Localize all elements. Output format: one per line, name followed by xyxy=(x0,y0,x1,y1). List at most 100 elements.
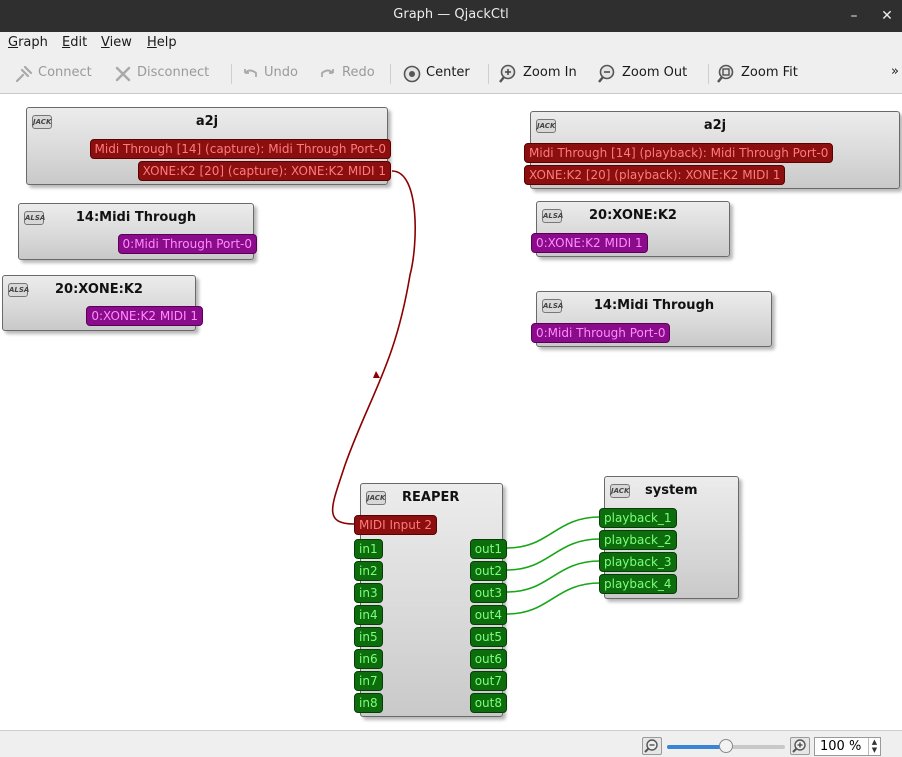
port-reaper-out7[interactable]: out7 xyxy=(469,671,507,691)
zoom-slider-fill xyxy=(667,745,726,749)
zoom-in-small-icon xyxy=(792,739,806,753)
port-system-playback-1[interactable]: playback_1 xyxy=(599,508,677,528)
node-title: a2j xyxy=(703,118,727,133)
menu-edit[interactable]: Edit xyxy=(62,35,88,50)
zoom-slider[interactable] xyxy=(667,739,785,753)
jack-badge-icon: JACK xyxy=(366,491,386,505)
menu-view[interactable]: View xyxy=(101,35,132,50)
spin-arrows-icon[interactable]: ▲▼ xyxy=(868,738,880,755)
node-system[interactable]: JACK system playback_1 playback_2 playba… xyxy=(599,476,739,599)
node-a2j-output[interactable]: JACK a2j Midi Through [14] (capture): Mi… xyxy=(26,107,391,185)
port-reaper-in6[interactable]: in6 xyxy=(354,649,383,669)
graph-canvas[interactable]: JACK a2j Midi Through [14] (capture): Mi… xyxy=(0,95,902,730)
toolbar-separator xyxy=(231,64,232,84)
port-system-playback-2[interactable]: playback_2 xyxy=(599,530,677,550)
zoom-in-icon xyxy=(499,64,516,83)
wire-out3-playback3[interactable] xyxy=(506,560,601,593)
menu-help[interactable]: Help xyxy=(147,35,177,50)
node-xone-k2-input[interactable]: ALSA 20:XONE:K2 0:XONE:K2 MIDI 1 xyxy=(531,201,730,257)
undo-button[interactable]: Undo xyxy=(240,64,300,84)
port-reaper-out8[interactable]: out8 xyxy=(469,693,507,713)
zoom-out-small-button[interactable] xyxy=(642,737,662,755)
center-icon xyxy=(403,65,421,83)
alsa-badge-icon: ALSA xyxy=(542,299,563,313)
zoom-in-button[interactable]: Zoom In xyxy=(499,64,581,84)
wire-out2-playback2[interactable] xyxy=(506,538,601,571)
status-bar: 100 % ▲▼ xyxy=(0,730,902,757)
port-xone-k2-output[interactable]: 0:XONE:K2 MIDI 1 xyxy=(86,306,203,326)
port-reaper-in1[interactable]: in1 xyxy=(354,539,383,559)
center-button[interactable]: Center xyxy=(402,64,474,84)
port-reaper-out4[interactable]: out4 xyxy=(469,605,507,625)
zoom-out-button[interactable]: Zoom Out xyxy=(598,64,694,84)
port-a2j-midi-through-playback[interactable]: Midi Through [14] (playback): Midi Throu… xyxy=(524,143,834,163)
port-a2j-xone-playback[interactable]: XONE:K2 [20] (playback): XONE:K2 MIDI 1 xyxy=(524,165,786,185)
zoom-in-small-button[interactable] xyxy=(790,737,810,755)
toolbar-overflow-button[interactable]: » xyxy=(891,64,899,79)
node-midi-through-input[interactable]: ALSA 14:Midi Through 0:Midi Through Port… xyxy=(531,291,772,347)
port-reaper-in5[interactable]: in5 xyxy=(354,627,383,647)
port-reaper-out3[interactable]: out3 xyxy=(469,583,507,603)
port-reaper-midi-input-2[interactable]: MIDI Input 2 xyxy=(354,515,438,535)
port-reaper-out5[interactable]: out5 xyxy=(469,627,507,647)
node-title: 20:XONE:K2 xyxy=(589,208,677,223)
zoom-out-small-icon xyxy=(644,739,658,753)
port-reaper-in3[interactable]: in3 xyxy=(354,583,383,603)
disconnect-button[interactable]: Disconnect xyxy=(113,64,213,84)
port-reaper-in2[interactable]: in2 xyxy=(354,561,383,581)
connect-button[interactable]: Connect xyxy=(14,64,96,84)
port-reaper-out1[interactable]: out1 xyxy=(469,539,507,559)
alsa-badge-icon: ALSA xyxy=(24,211,45,225)
node-title: 20:XONE:K2 xyxy=(55,282,143,297)
redo-icon xyxy=(321,69,334,77)
port-system-playback-4[interactable]: playback_4 xyxy=(599,574,677,594)
zoom-fit-icon xyxy=(717,64,734,83)
wire-xone-to-reaper-midi[interactable] xyxy=(331,170,416,525)
disconnect-icon xyxy=(115,66,131,82)
menu-graph[interactable]: Graph xyxy=(8,35,48,50)
node-title: system xyxy=(645,483,698,498)
zoom-fit-button[interactable]: Zoom Fit xyxy=(717,64,803,84)
connect-icon xyxy=(15,65,33,83)
alsa-badge-icon: ALSA xyxy=(8,283,29,297)
port-reaper-out2[interactable]: out2 xyxy=(469,561,507,581)
port-midi-through-input[interactable]: 0:Midi Through Port-0 xyxy=(531,323,671,343)
node-xone-k2-output[interactable]: ALSA 20:XONE:K2 0:XONE:K2 MIDI 1 xyxy=(2,275,203,331)
port-reaper-out6[interactable]: out6 xyxy=(469,649,507,669)
zoom-spinbox[interactable]: 100 % ▲▼ xyxy=(814,737,881,756)
jack-badge-icon: JACK xyxy=(610,484,630,498)
port-system-playback-3[interactable]: playback_3 xyxy=(599,552,677,572)
jack-badge-icon: JACK xyxy=(32,115,52,129)
node-title: 14:Midi Through xyxy=(75,210,197,225)
redo-button[interactable]: Redo xyxy=(318,64,376,84)
node-a2j-input[interactable]: JACK a2j Midi Through [14] (playback): M… xyxy=(524,111,900,189)
port-xone-k2-input[interactable]: 0:XONE:K2 MIDI 1 xyxy=(531,233,648,253)
zoom-slider-handle[interactable] xyxy=(719,739,733,753)
node-midi-through-output[interactable]: ALSA 14:Midi Through 0:Midi Through Port… xyxy=(18,203,257,260)
port-a2j-xone-capture[interactable]: XONE:K2 [20] (capture): XONE:K2 MIDI 1 xyxy=(137,161,391,181)
port-a2j-midi-through-capture[interactable]: Midi Through [14] (capture): Midi Throug… xyxy=(89,139,391,159)
menu-bar: Graph Edit View Help xyxy=(0,32,902,54)
toolbar-separator xyxy=(390,64,391,84)
node-reaper[interactable]: JACK REAPER MIDI Input 2 in1 in2 in3 in4… xyxy=(354,483,507,717)
zoom-value: 100 % xyxy=(820,739,862,754)
node-title: REAPER xyxy=(402,490,460,505)
minimize-button[interactable]: – xyxy=(850,8,858,24)
toolbar-separator xyxy=(708,64,709,84)
jack-badge-icon: JACK xyxy=(536,119,556,133)
window-title: Graph — QjackCtl xyxy=(393,7,509,22)
close-button[interactable]: ✕ xyxy=(881,8,893,24)
title-bar: Graph — QjackCtl – ✕ xyxy=(0,0,902,32)
port-reaper-in7[interactable]: in7 xyxy=(354,671,383,691)
wire-out1-playback1[interactable] xyxy=(506,516,601,549)
undo-icon xyxy=(244,69,257,77)
node-title: 14:Midi Through xyxy=(593,298,715,313)
toolbar-separator xyxy=(488,64,489,84)
port-reaper-in4[interactable]: in4 xyxy=(354,605,383,625)
port-reaper-in8[interactable]: in8 xyxy=(354,693,383,713)
wire-midi-arrow xyxy=(373,371,380,378)
alsa-badge-icon: ALSA xyxy=(542,209,563,223)
port-midi-through-output[interactable]: 0:Midi Through Port-0 xyxy=(117,234,257,254)
wire-out4-playback4[interactable] xyxy=(506,582,601,615)
